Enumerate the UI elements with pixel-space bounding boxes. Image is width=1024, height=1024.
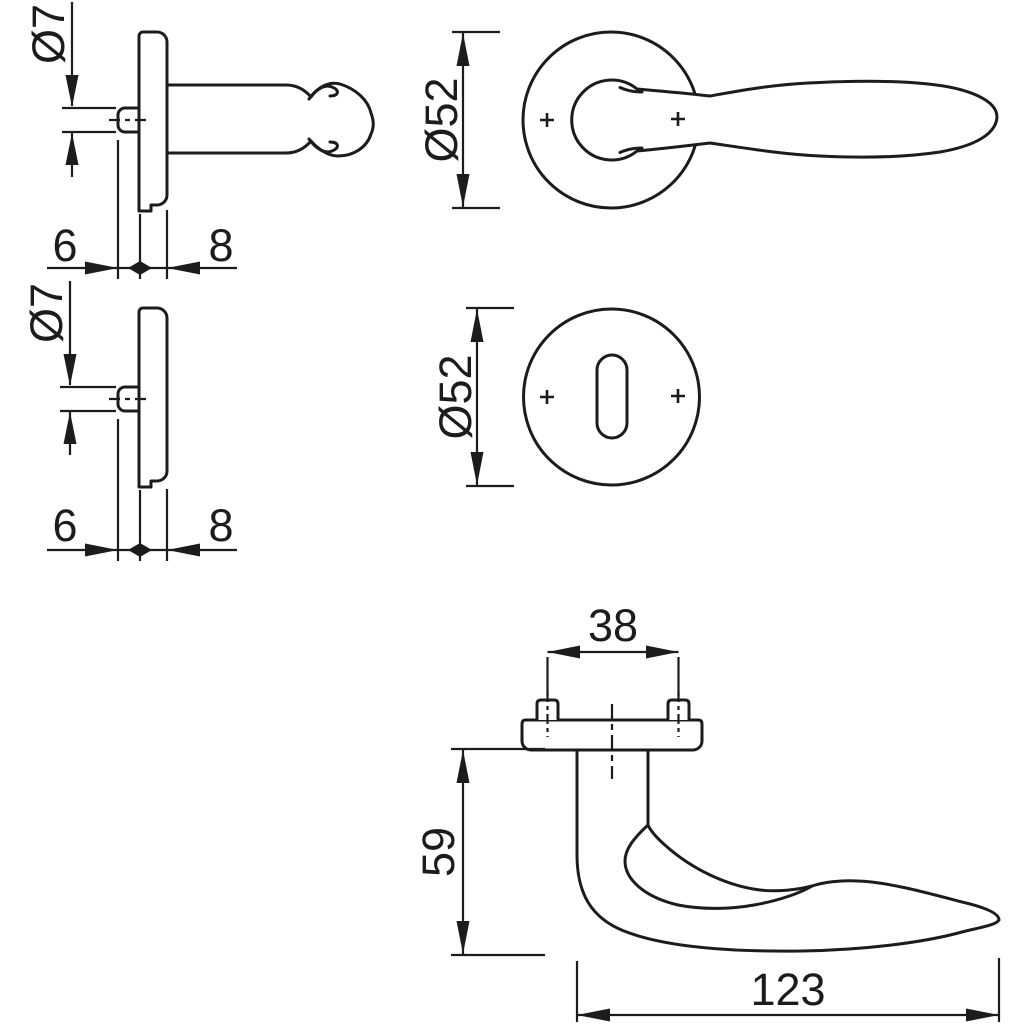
dim-label-spindle-hole: Ø7 — [23, 4, 74, 64]
arrow-left-icon — [167, 261, 200, 275]
dim-projection-and-thickness: 6 8 — [47, 419, 237, 561]
arrow-right-icon — [646, 645, 679, 659]
grip-curl-bottom — [307, 137, 339, 154]
dim-label-rose-thickness: 8 — [208, 500, 233, 551]
screw-position-marker-right — [671, 389, 685, 403]
diamond-terminator-icon — [128, 543, 152, 557]
dim-handle-length: 123 — [575, 958, 1001, 1022]
dim-screw-spacing: 38 — [546, 600, 680, 696]
dim-label-screw-spacing: 38 — [588, 600, 638, 651]
screw-position-marker-right — [671, 112, 685, 126]
dim-label-rose-diameter: Ø52 — [416, 77, 467, 162]
extension-ticks — [452, 30, 500, 210]
arrow-down-icon — [470, 452, 484, 485]
dim-key-hole: Ø7 — [21, 281, 116, 455]
dim-projection-and-thickness: 6 8 — [47, 140, 237, 279]
extension-lines — [575, 958, 1001, 1022]
arrow-left-icon — [167, 543, 200, 557]
lever-handle-top-silhouette — [570, 78, 999, 162]
dim-spindle-hole: Ø7 — [23, 2, 116, 177]
arrow-right-icon — [85, 261, 118, 275]
extension-lines — [546, 657, 680, 696]
handle-neck-silhouette — [165, 81, 375, 158]
dim-rose-diameter: Ø52 — [430, 306, 514, 488]
arrow-left-icon — [577, 1008, 610, 1022]
dim-label-rose-thickness: 8 — [208, 220, 233, 271]
screw-position-marker-left — [540, 113, 554, 127]
screw-centerlines — [546, 692, 680, 737]
arrow-left-icon — [547, 645, 580, 659]
arrow-up-icon — [456, 750, 470, 783]
dim-label-handle-height: 59 — [413, 827, 464, 877]
keyhole — [595, 353, 629, 440]
dim-label-projection: 6 — [52, 220, 77, 271]
extension-ticks — [466, 306, 514, 488]
dim-label-rose-diameter: Ø52 — [430, 354, 481, 439]
screw-position-marker-left — [540, 390, 554, 404]
escutcheon-side-outline — [137, 306, 169, 489]
view-key-rose-front: Ø52 — [430, 306, 701, 488]
arrow-down-icon — [65, 75, 79, 107]
arrow-down-icon — [63, 354, 77, 386]
arrow-down-icon — [456, 921, 470, 954]
view-lever-rose-side: Ø7 6 8 — [23, 2, 375, 279]
view-key-rose-side: Ø7 6 8 — [21, 281, 237, 561]
grip-curl-top — [307, 84, 339, 101]
extension-lines — [62, 106, 116, 134]
extension-lines — [60, 385, 116, 413]
diamond-terminator-icon — [128, 261, 152, 275]
view-lever-rose-front: Ø52 — [416, 30, 999, 210]
arrow-up-icon — [470, 309, 484, 342]
neck-cusp-top — [618, 86, 644, 94]
extension-ticks — [451, 747, 545, 957]
dim-rose-diameter: Ø52 — [416, 30, 500, 210]
handle-profile-silhouette — [575, 748, 1001, 953]
arrow-right-icon — [966, 1008, 999, 1022]
rose-side-outline — [137, 30, 169, 213]
dim-label-projection: 6 — [52, 500, 77, 551]
neck-cusp-bottom — [618, 146, 644, 154]
arrow-down-icon — [456, 174, 470, 207]
grip-inner-contour — [623, 823, 814, 910]
dim-label-key-hole: Ø7 — [21, 283, 72, 343]
dim-label-handle-length: 123 — [750, 964, 825, 1015]
arrow-right-icon — [85, 543, 118, 557]
view-handle-profile: 38 59 123 — [413, 600, 1001, 1022]
arrow-up-icon — [456, 33, 470, 66]
dim-handle-height: 59 — [413, 747, 545, 957]
